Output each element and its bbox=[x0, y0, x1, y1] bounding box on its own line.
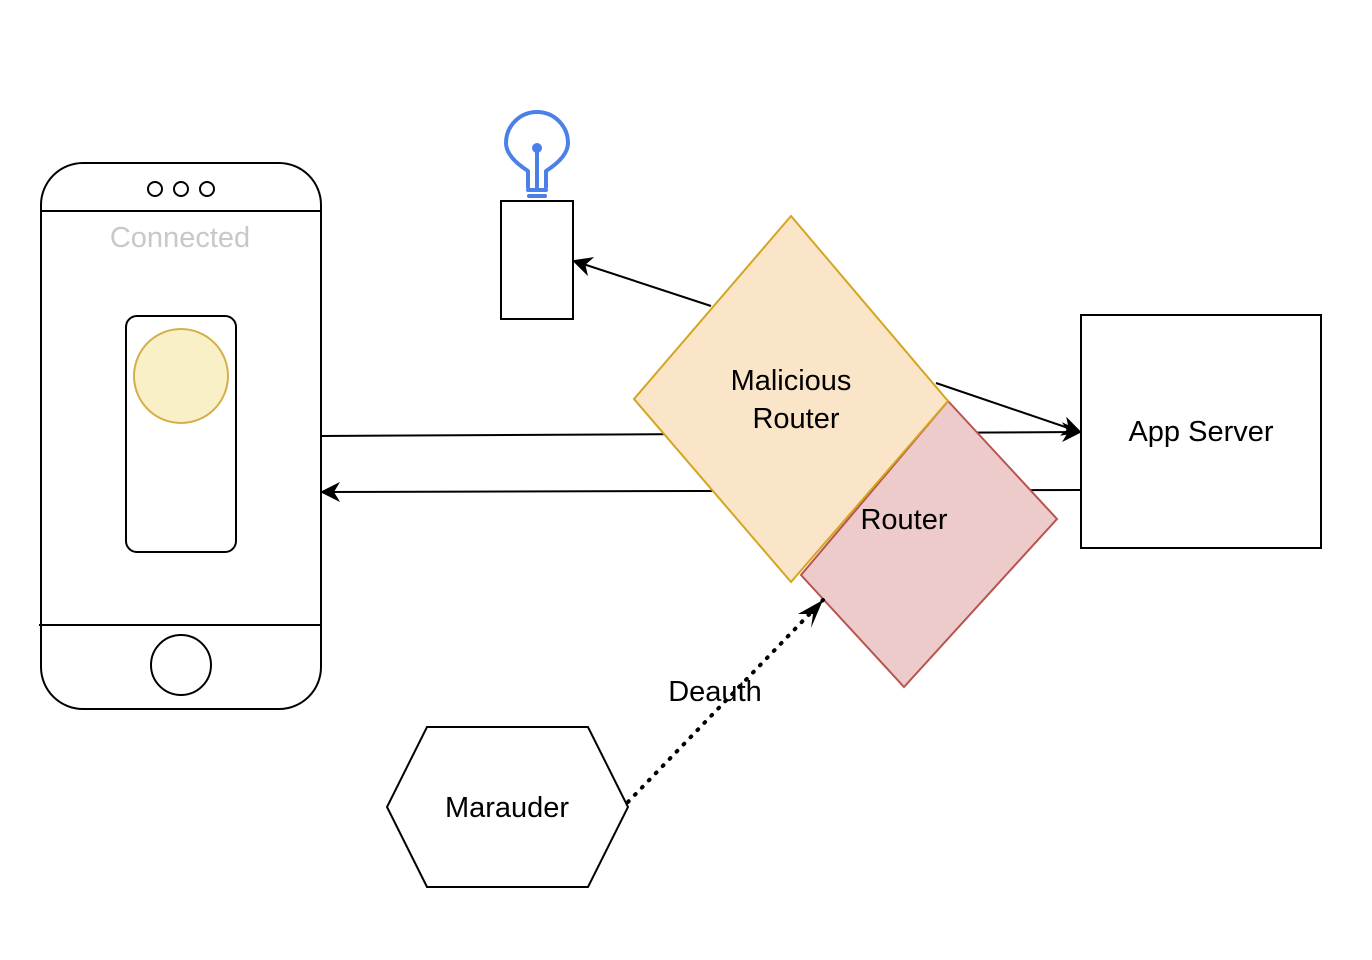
malicious-router-node: Malicious Router bbox=[632, 214, 950, 584]
edge-deauth bbox=[626, 598, 825, 804]
router-node: Router bbox=[799, 399, 1059, 689]
lightbulb-icon bbox=[504, 110, 570, 198]
phone-status-text: Connected bbox=[110, 222, 250, 254]
phone: Connected bbox=[39, 162, 322, 710]
marauder-shape bbox=[385, 726, 630, 888]
three-dots-icon bbox=[147, 181, 215, 197]
status-indicator-circle bbox=[133, 328, 229, 424]
marauder-label: Marauder bbox=[445, 792, 569, 824]
edge-malicious-to-iot bbox=[572, 257, 712, 307]
deauth-arrowhead-icon bbox=[798, 600, 823, 628]
router-shape bbox=[799, 399, 1059, 689]
deauth-attack: Deauth bbox=[626, 598, 825, 804]
home-button-icon[interactable] bbox=[150, 634, 212, 696]
app-server-box bbox=[1080, 314, 1322, 549]
malicious-connections bbox=[572, 257, 1082, 436]
marauder-node: Marauder bbox=[385, 726, 630, 888]
malicious-router-shape bbox=[632, 214, 950, 584]
malicious-router-label-line1: Malicious bbox=[731, 365, 852, 397]
app-server-label: App Server bbox=[1128, 416, 1273, 448]
malicious-router-label-line2: Router bbox=[752, 403, 839, 435]
edge-malicious-to-server bbox=[935, 382, 1082, 436]
iot-device bbox=[500, 110, 574, 320]
iot-device-box bbox=[500, 200, 574, 320]
deauth-label: Deauth bbox=[668, 676, 762, 708]
router-label: Router bbox=[860, 504, 947, 536]
app-server: App Server bbox=[1080, 314, 1322, 549]
